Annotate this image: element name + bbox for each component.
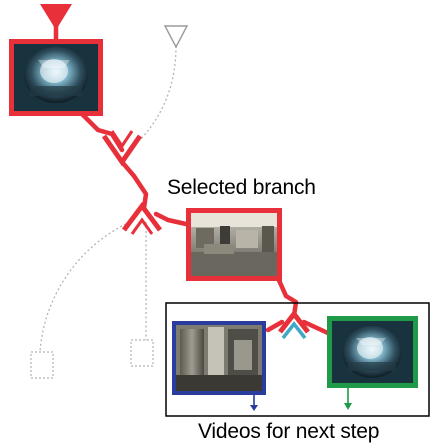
inactive-branch-upper xyxy=(139,45,177,141)
selected-path-to-blue xyxy=(265,319,285,333)
video-thumbnail-lens-top[interactable] xyxy=(9,39,103,116)
inactive-branch-left xyxy=(39,221,131,353)
selected-path-segment-3 xyxy=(153,211,189,227)
next-green-arrow-icon xyxy=(344,388,352,410)
selected-path-segment-2 xyxy=(119,159,149,211)
selected-path-segment-4 xyxy=(275,275,299,319)
selected-path-segment-1 xyxy=(77,109,125,153)
video-thumbnail-next-green[interactable] xyxy=(327,316,418,388)
placeholder-square-left xyxy=(30,351,54,379)
selected-path xyxy=(53,16,333,337)
next-step-box xyxy=(165,302,430,417)
inactive-branches xyxy=(39,45,177,353)
inactive-node-icon xyxy=(163,25,189,49)
selected-path-to-green xyxy=(301,319,333,337)
placeholder-square-center xyxy=(130,339,154,367)
next-blue-arrow-icon xyxy=(250,395,258,411)
selected-branch-label: Selected branch xyxy=(167,176,316,199)
merge-chevron-icon xyxy=(101,130,143,167)
video-thumbnail-selected-branch[interactable] xyxy=(186,208,282,281)
selected-start-node-icon xyxy=(40,4,72,30)
split-chevron-icon xyxy=(122,201,162,235)
videos-next-step-label: Videos for next step xyxy=(198,420,380,443)
video-thumbnail-next-blue[interactable] xyxy=(172,321,266,395)
next-step-split-icon xyxy=(278,309,310,340)
